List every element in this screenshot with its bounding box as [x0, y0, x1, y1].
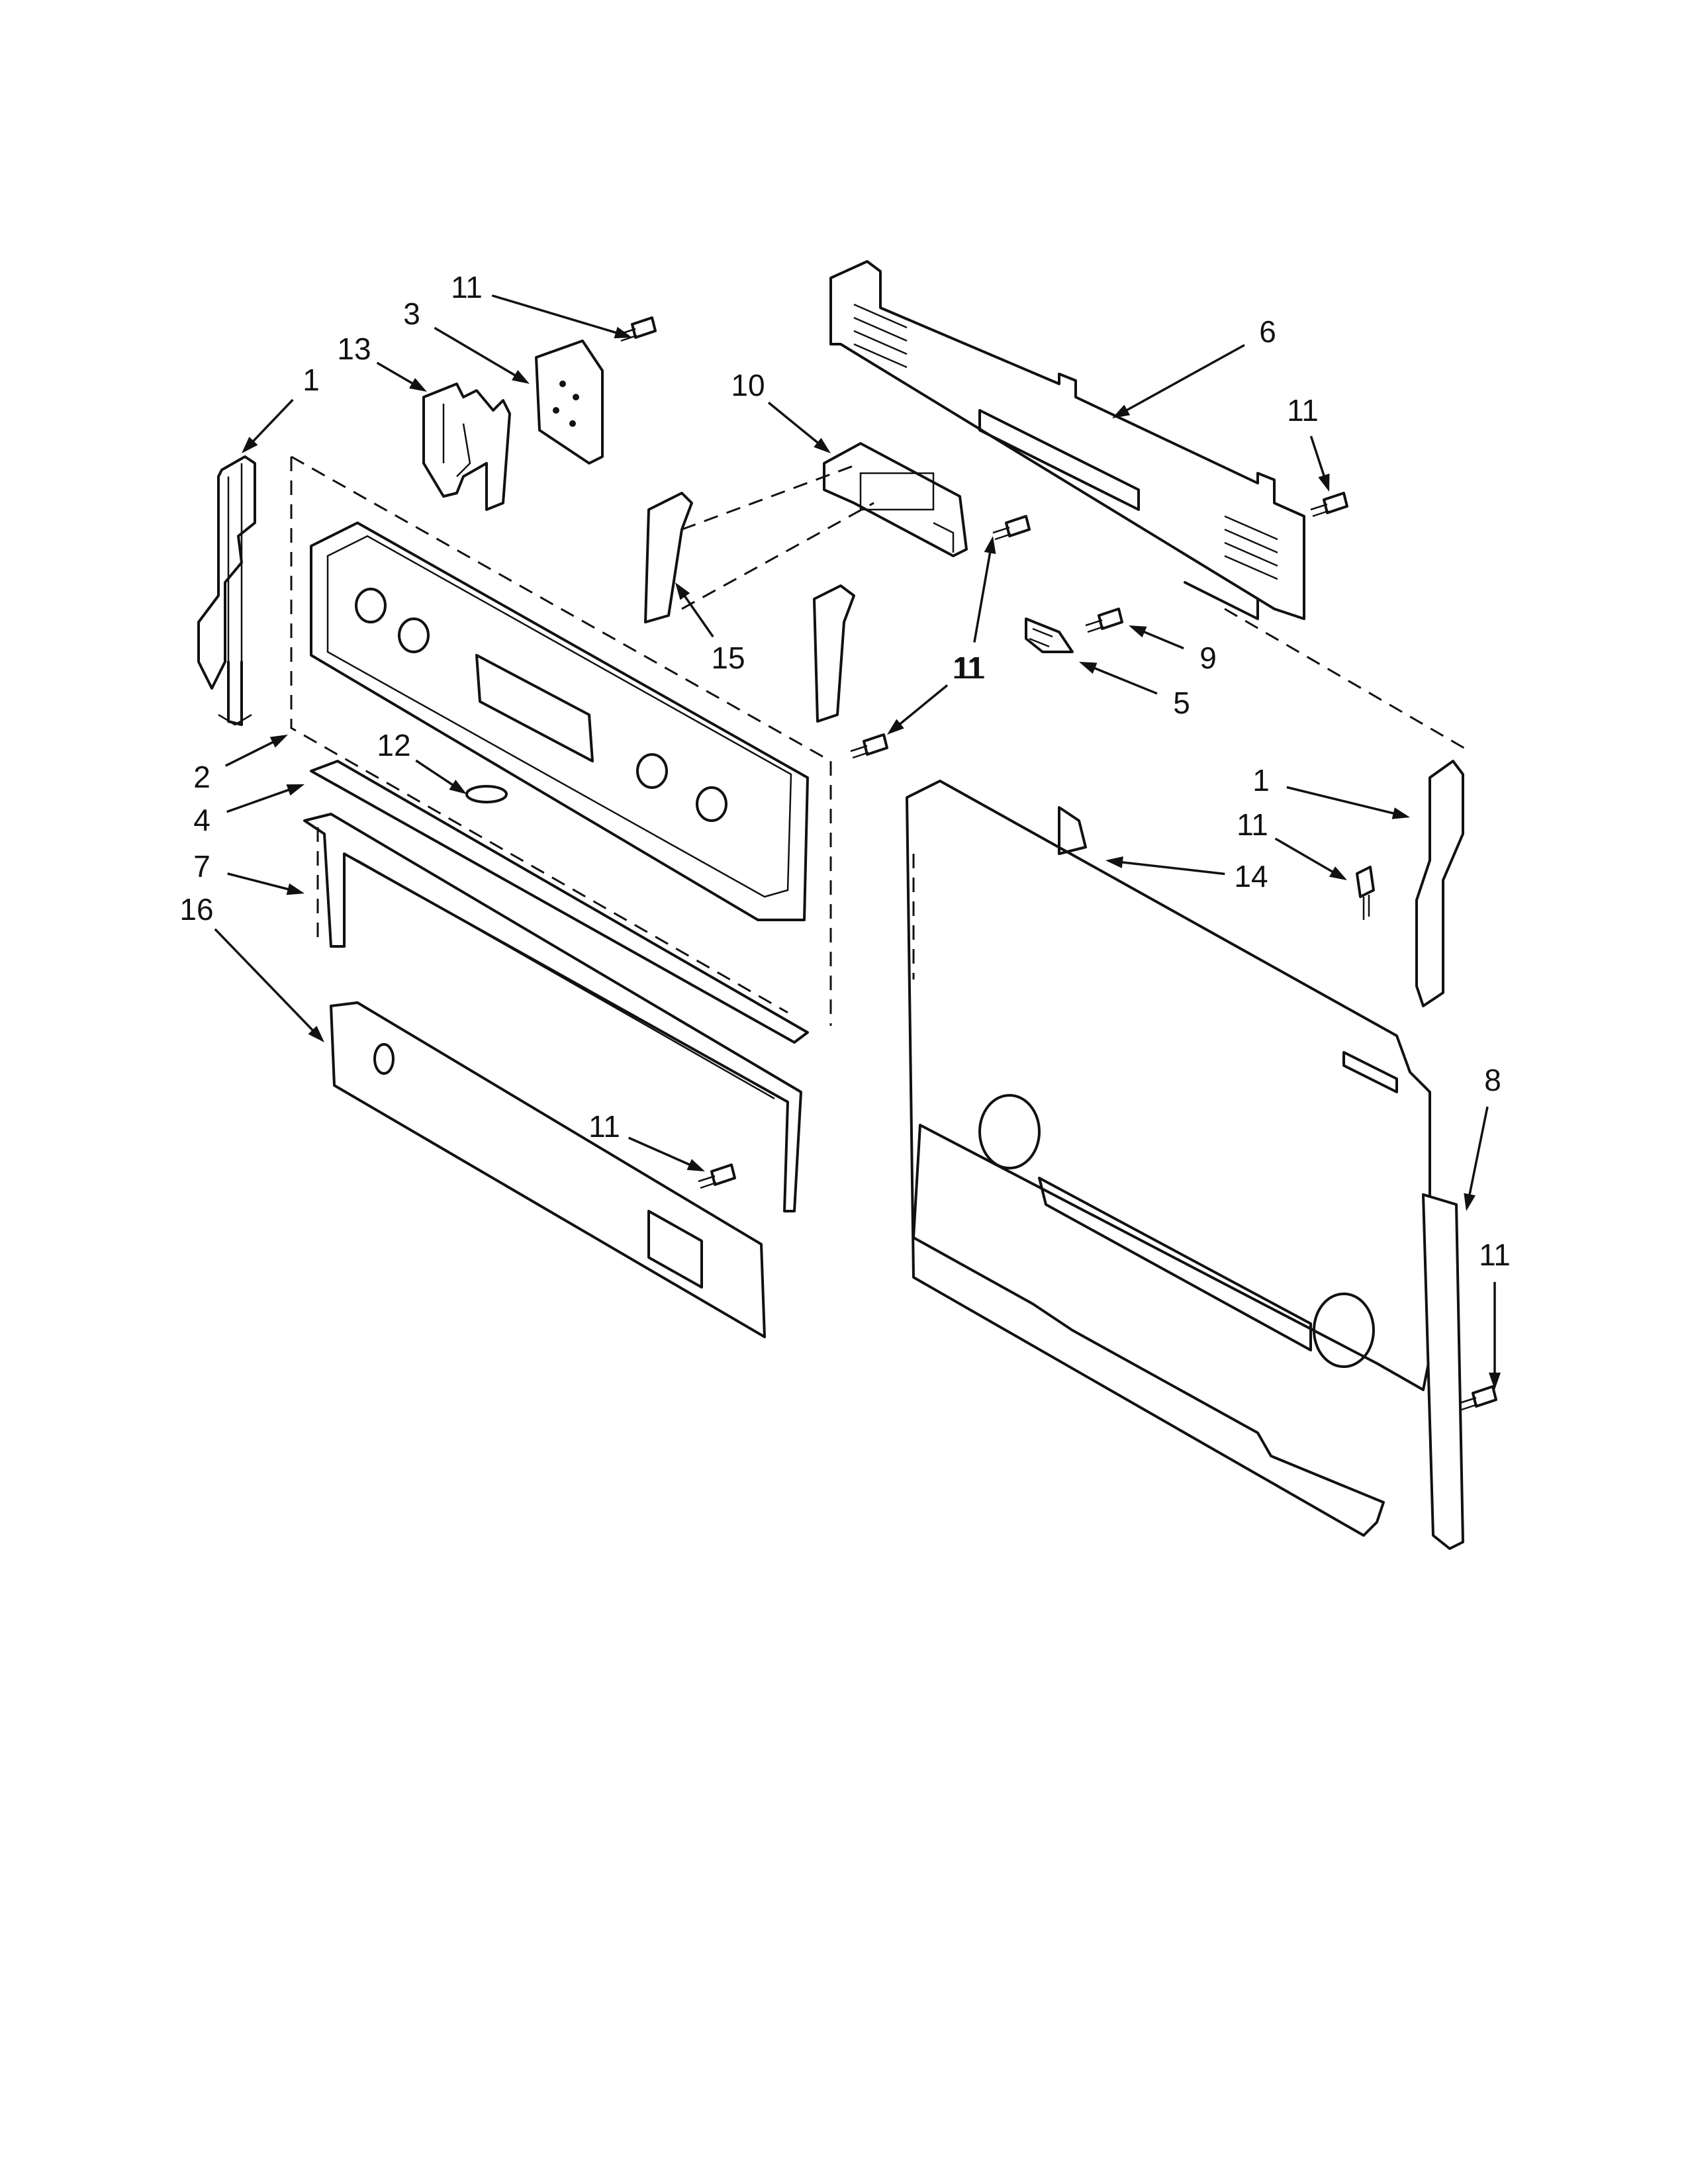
arrowhead-11 — [614, 326, 632, 339]
leader-line-9 — [1137, 627, 1184, 650]
screw-icon — [850, 733, 888, 759]
leader-line-11 — [893, 684, 949, 730]
leader-line-6 — [1119, 343, 1245, 415]
callout-label-11: 11 — [588, 1109, 620, 1144]
callout-label-11: 11 — [1237, 807, 1268, 842]
callout-label-1: 1 — [303, 363, 320, 397]
leader-line-8 — [1467, 1106, 1489, 1203]
leader-line-11 — [1309, 435, 1328, 484]
part-end-cap-15b — [813, 584, 855, 723]
callout-label-11: 11 — [954, 651, 986, 685]
leader-line-5 — [1087, 664, 1158, 695]
callout-label-8: 8 — [1484, 1063, 1501, 1097]
arrowhead-6 — [1112, 404, 1131, 418]
arrowhead-14 — [1105, 856, 1123, 868]
callout-label-12: 12 — [377, 728, 410, 762]
arrowhead-8 — [1464, 1193, 1476, 1211]
leader-line-2 — [224, 737, 281, 767]
callout-label-11: 11 — [1287, 393, 1319, 428]
part-side-bracket-left — [197, 455, 256, 726]
part-side-bracket-right — [1415, 760, 1464, 1007]
callout-label-9: 9 — [1199, 641, 1217, 675]
callout-label-11: 11 — [451, 270, 483, 304]
arrowhead-11 — [1329, 866, 1347, 880]
leader-line-1 — [247, 398, 294, 448]
callout-label-6: 6 — [1259, 314, 1276, 349]
arrowhead-3 — [512, 370, 530, 384]
arrowhead-11 — [686, 1159, 705, 1171]
callout-label-2: 2 — [193, 760, 211, 794]
arrowhead-15 — [675, 582, 690, 600]
screw-icon — [698, 1163, 736, 1189]
screw-icon — [1310, 492, 1348, 518]
part-side-rail-8 — [1422, 1193, 1464, 1550]
arrowhead-5 — [1079, 662, 1098, 674]
part-clip-5 — [1025, 617, 1074, 653]
arrowhead-1 — [1391, 807, 1410, 819]
part-frame-7 — [303, 813, 802, 1212]
callout-label-14: 14 — [1234, 859, 1268, 893]
screw-icon — [618, 316, 657, 342]
callout-label-11: 11 — [1479, 1238, 1511, 1272]
arrowhead-7 — [286, 883, 305, 895]
leader-line-14 — [1114, 860, 1225, 876]
leader-line-3 — [434, 326, 522, 381]
arrowhead-12 — [449, 780, 467, 794]
arrowhead-2 — [269, 735, 288, 748]
callout-label-15: 15 — [711, 641, 745, 675]
arrowhead-11 — [1489, 1373, 1501, 1390]
leader-line-13 — [376, 361, 420, 388]
leader-line-15 — [679, 589, 714, 638]
callout-label-16: 16 — [179, 892, 213, 927]
callout-label-5: 5 — [1173, 686, 1190, 720]
arrowhead-11 — [984, 536, 996, 555]
leader-line-7 — [227, 872, 296, 893]
callout-label-7: 7 — [193, 849, 211, 884]
assembly-lines — [290, 455, 1470, 1026]
part-board-3 — [535, 340, 604, 465]
arrowhead-1 — [242, 436, 258, 453]
callout-label-1: 1 — [1252, 763, 1270, 797]
part-bracket-13 — [422, 383, 511, 511]
leader-line-12 — [415, 759, 460, 790]
leader-line-11 — [973, 545, 993, 643]
part-end-cap-15a — [644, 492, 693, 623]
leader-line-1 — [1286, 786, 1401, 817]
arrowhead-13 — [409, 378, 427, 392]
arrowhead-9 — [1129, 625, 1147, 638]
arrowhead-16 — [308, 1026, 324, 1042]
part-back-wall — [906, 780, 1431, 1537]
arrowhead-4 — [286, 784, 305, 796]
arrowhead-11 — [887, 719, 904, 735]
part-control-module-10 — [823, 442, 968, 557]
leader-line-11 — [628, 1136, 697, 1169]
callout-label-10: 10 — [731, 368, 765, 402]
screw-icon — [1356, 866, 1375, 920]
callout-label-13: 13 — [337, 332, 371, 366]
leader-line-16 — [214, 928, 319, 1037]
part-vent-panel-6 — [829, 260, 1305, 620]
arrowhead-11 — [1318, 473, 1330, 492]
arrowhead-10 — [814, 437, 831, 453]
callout-label-4: 4 — [193, 803, 211, 837]
screw-icon — [992, 515, 1031, 541]
leader-line-4 — [226, 786, 297, 813]
part-cover-16 — [330, 1001, 766, 1338]
callout-label-3: 3 — [403, 296, 420, 331]
callout-label-11: 11 — [952, 651, 984, 685]
screw-icon — [1459, 1385, 1497, 1411]
part-console-panel-2 — [310, 522, 809, 921]
part-trim-4 — [310, 760, 809, 1044]
leader-line-11 — [1274, 837, 1340, 877]
leader-line-10 — [767, 401, 825, 449]
leader-line-11 — [491, 294, 624, 336]
screw-icon — [1085, 608, 1123, 633]
leader-lines — [214, 294, 1501, 1390]
